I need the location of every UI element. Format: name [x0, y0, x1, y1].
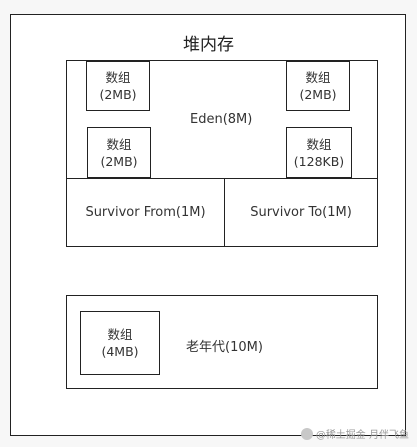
array-block-title: 数组 [106, 136, 132, 152]
heap-memory-title: 堆内存 [183, 35, 234, 55]
survivor-to-label: Survivor To(1M) [250, 205, 352, 220]
eden-label: Eden(8M) [190, 112, 253, 127]
array-block-old: 数组 (4MB) [80, 311, 160, 375]
array-block-eden-3: 数组 (2MB) [87, 127, 151, 178]
array-block-title: 数组 [305, 70, 331, 85]
array-block-size: (2MB) [99, 87, 137, 102]
array-block-eden-2: 数组 (2MB) [286, 61, 350, 111]
watermark: @稀土掘金 月伴飞鱼 [300, 426, 409, 441]
survivor-to-region: Survivor To(1M) [224, 178, 378, 247]
array-block-title: 数组 [107, 327, 133, 342]
survivor-from-label: Survivor From(1M) [85, 205, 206, 220]
array-block-size: (128KB) [293, 153, 345, 169]
old-generation-label: 老年代(10M) [186, 340, 263, 355]
watermark-text: @稀土掘金 月伴飞鱼 [315, 430, 409, 441]
watermark-logo-icon [300, 427, 313, 440]
array-block-eden-1: 数组 (2MB) [86, 61, 150, 111]
array-block-eden-4: 数组 (128KB) [286, 127, 352, 178]
array-block-size: (2MB) [299, 87, 337, 102]
array-block-size: (2MB) [100, 153, 138, 169]
array-block-title: 数组 [306, 136, 332, 152]
survivor-from-region: Survivor From(1M) [66, 178, 225, 247]
array-block-size: (4MB) [101, 344, 139, 359]
array-block-title: 数组 [105, 70, 131, 85]
